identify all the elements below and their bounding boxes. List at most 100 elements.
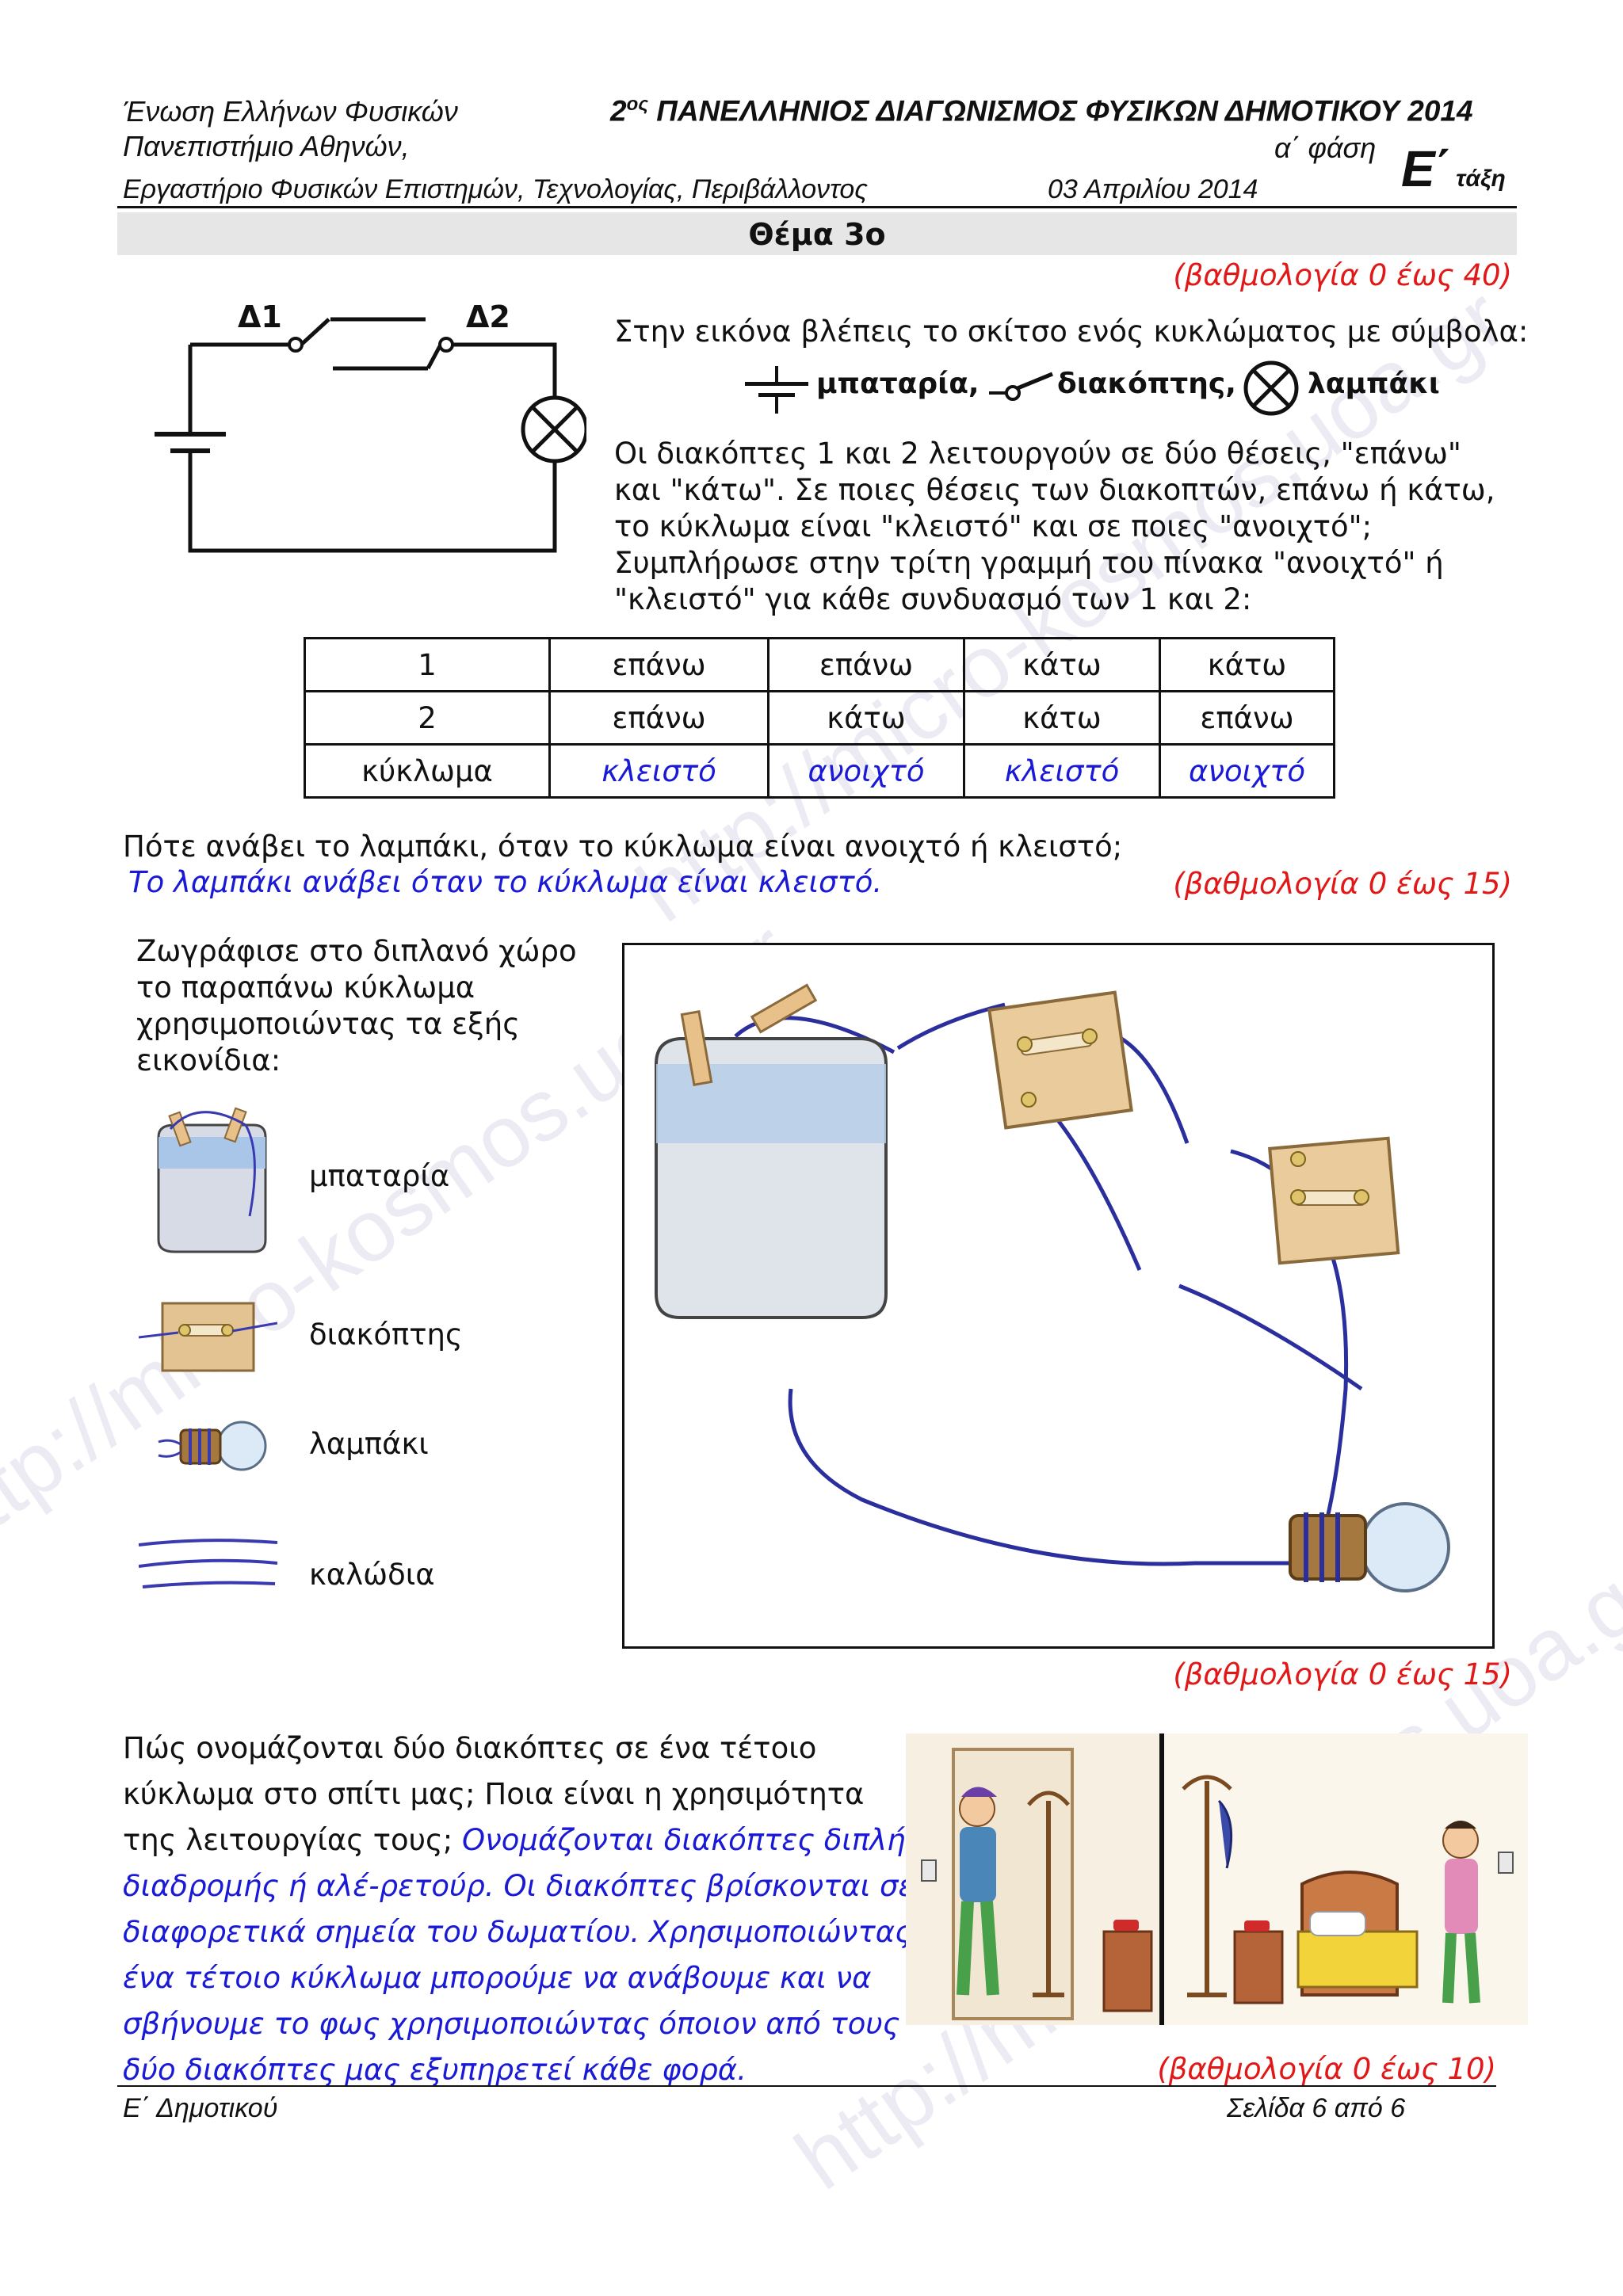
lamp-holder <box>1289 1514 1367 1581</box>
circuit-wire <box>452 342 557 404</box>
switch-label-d1: Δ1 <box>238 299 282 334</box>
wire <box>788 1388 1306 1566</box>
score-q2: (βαθμολογία 0 έως 15) <box>1173 867 1512 901</box>
sym-switch-label: διακόπτης, <box>1057 368 1236 400</box>
lamp-cross <box>531 406 579 453</box>
intro-para-3: το κύκλωμα είναι "κλειστό" και σε ποιες … <box>614 509 1373 543</box>
topic-title: Θέμα 3ο <box>748 217 886 252</box>
table-row-head: 1 <box>304 637 551 692</box>
q4-text: Πώς ονομάζονται δύο διακόπτες σε ένα τέτ… <box>123 1726 922 2093</box>
table-cell: επάνω <box>767 637 965 692</box>
switch-contact <box>438 337 454 353</box>
switch-contact <box>288 337 304 353</box>
table-cell: κάτω <box>963 637 1161 692</box>
wire <box>1178 1283 1363 1391</box>
battery-terminal <box>680 1010 713 1086</box>
circuit-sketch <box>155 317 586 553</box>
org-line-3: Εργαστήριο Φυσικών Επιστημών, Τεχνολογία… <box>123 174 868 204</box>
legend-lamp: λαμπάκι <box>309 1427 429 1461</box>
table-answer-cell: ανοιχτό <box>1159 743 1335 799</box>
org-line-2: Πανεπιστήμιο Αθηνών, <box>123 130 410 162</box>
q4-answer-5: σβήνουμε το φως χρησιμοποιώντας όποιον α… <box>123 2007 900 2041</box>
table-cell: επάνω <box>1159 690 1335 746</box>
q4-answer-4: ένα τέτοιο κύκλωμα μπορούμε να ανάβουμε … <box>123 1961 872 1995</box>
q4-answer-3: διαφορετικά σημεία του δωματίου. Χρησιμο… <box>123 1915 912 1949</box>
table-cell: κάτω <box>1159 637 1335 692</box>
footer-rule <box>117 2085 1496 2087</box>
legend-wires: καλώδια <box>309 1558 435 1592</box>
q4-answer-1: Ονομάζονται διακόπτες διπλής <box>461 1823 923 1857</box>
table-answer-cell: ανοιχτό <box>767 743 965 799</box>
date: 03 Απριλίου 2014 <box>1048 174 1258 204</box>
battery-picture-icon <box>157 1107 267 1253</box>
switch-screw <box>1082 1028 1098 1044</box>
legend-switch: διακόπτης <box>309 1318 463 1352</box>
q3-line-3: χρησιμοποιώντας τα εξής <box>136 1007 520 1041</box>
grade-badge: Ε΄ τάξη <box>1401 139 1506 198</box>
contest-title-text: ΠΑΝΕΛΛΗΝΙΟΣ ΔΙΑΓΩΝΙΣΜΟΣ ΦΥΣΙΚΩΝ ΔΗΜΟΤΙΚΟ… <box>656 94 1473 128</box>
switch-blade <box>300 318 330 346</box>
room-illustration <box>906 1733 1528 2025</box>
switch-picture-icon <box>139 1302 277 1372</box>
switch-screw <box>1290 1189 1306 1205</box>
grade-word: τάξη <box>1456 166 1506 192</box>
header-rule <box>117 206 1517 208</box>
score-q4: (βαθμολογία 0 έως 10) <box>1157 2052 1496 2086</box>
q2-question: Πότε ανάβει το λαμπάκι, όταν το κύκλωμα … <box>123 830 1123 864</box>
table-row: 1 επάνω επάνω κάτω κάτω <box>304 637 1335 692</box>
q4-question-line-3: της λειτουργίας τους; Ονομάζονται διακόπ… <box>123 1817 922 1863</box>
contest-number: 2 <box>610 94 627 128</box>
phase: α΄ φάση <box>1274 132 1377 164</box>
grade-letter: Ε΄ <box>1401 140 1452 197</box>
lamp-bulb <box>1360 1502 1450 1592</box>
q3-line-4: εικονίδια: <box>136 1043 281 1077</box>
intro-para-4: Συμπλήρωσε στην τρίτη γραμμή του πίνακα … <box>614 546 1444 580</box>
table-answer-cell: κλειστό <box>548 743 769 799</box>
battery-terminal <box>750 983 818 1034</box>
q2-answer: Το λαμπάκι ανάβει όταν το κύκλωμα είναι … <box>128 865 883 899</box>
table-row: 2 επάνω κάτω κάτω επάνω <box>304 690 1335 746</box>
score-topic: (βαθμολογία 0 έως 40) <box>1173 258 1512 292</box>
intro-para-1: Οι διακόπτες 1 και 2 λειτουργούν σε δύο … <box>614 437 1461 471</box>
intro-line-1: Στην εικόνα βλέπεις το σκίτσο ενός κυκλώ… <box>614 315 1529 349</box>
drawn-circuit <box>655 983 1450 1592</box>
org-line-1: Ένωση Ελλήνων Φυσικών <box>123 95 458 128</box>
q4-answer-6: δύο διακόπτες μας εξυπηρετεί κάθε φορά. <box>123 2053 747 2087</box>
contest-sup: ος <box>626 93 649 115</box>
table-cell: επάνω <box>548 690 769 746</box>
q4-answer-2: διαδρομής ή αλέ-ρετούρ. Οι διακόπτες βρί… <box>123 1869 915 1903</box>
circuit-wire <box>188 452 557 553</box>
switch-screw <box>1017 1036 1033 1052</box>
battery-plate-long <box>155 432 226 437</box>
table-answer-cell: κλειστό <box>963 743 1161 799</box>
q3-line-1: Ζωγράφισε στο διπλανό χώρο <box>136 934 577 968</box>
sym-battery-label: μπαταρία, <box>816 368 980 400</box>
table-cell: επάνω <box>548 637 769 692</box>
footer-right: Σελίδα 6 από 6 <box>1227 2093 1406 2123</box>
q4-question-3: της λειτουργίας τους; <box>123 1823 453 1857</box>
q4-question-line-1: Πώς ονομάζονται δύο διακόπτες σε ένα τέτ… <box>123 1731 817 1765</box>
score-q3: (βαθμολογία 0 έως 15) <box>1173 1657 1512 1691</box>
lamp-symbol-icon <box>1243 360 1299 416</box>
intro-para-5: "κλειστό" για κάθε συνδυασμό των 1 και 2… <box>614 582 1252 616</box>
sym-lamp-label: λαμπάκι <box>1308 368 1440 400</box>
lamp-picture-icon <box>158 1421 267 1471</box>
battery-plate-short <box>170 448 210 453</box>
switch-board <box>987 990 1133 1130</box>
footer-left: Ε΄ Δημοτικού <box>123 2093 278 2123</box>
battery-symbol-icon <box>745 366 808 414</box>
switch-label-d2: Δ2 <box>466 299 510 334</box>
switch-blade <box>426 343 443 370</box>
intro-para-2: και "κάτω". Σε ποιες θέσεις των διακοπτώ… <box>614 473 1495 507</box>
switch-symbol-icon <box>989 372 1053 401</box>
table-cell: κάτω <box>963 690 1161 746</box>
switch-screw <box>1354 1189 1369 1205</box>
contest-title: 2ος ΠΑΝΕΛΛΗΝΙΟΣ ΔΙΑΓΩΝΙΣΜΟΣ ΦΥΣΙΚΩΝ ΔΗΜΟ… <box>610 93 1473 128</box>
switch-screw <box>1290 1151 1306 1167</box>
switch-screw <box>1021 1092 1037 1108</box>
switch-table: 1 επάνω επάνω κάτω κάτω 2 επάνω κάτω κάτ… <box>304 637 1335 799</box>
table-row-head: 2 <box>304 690 551 746</box>
table-row-head: κύκλωμα <box>304 743 551 799</box>
wires-picture-icon <box>139 1539 277 1589</box>
table-cell: κάτω <box>767 690 965 746</box>
